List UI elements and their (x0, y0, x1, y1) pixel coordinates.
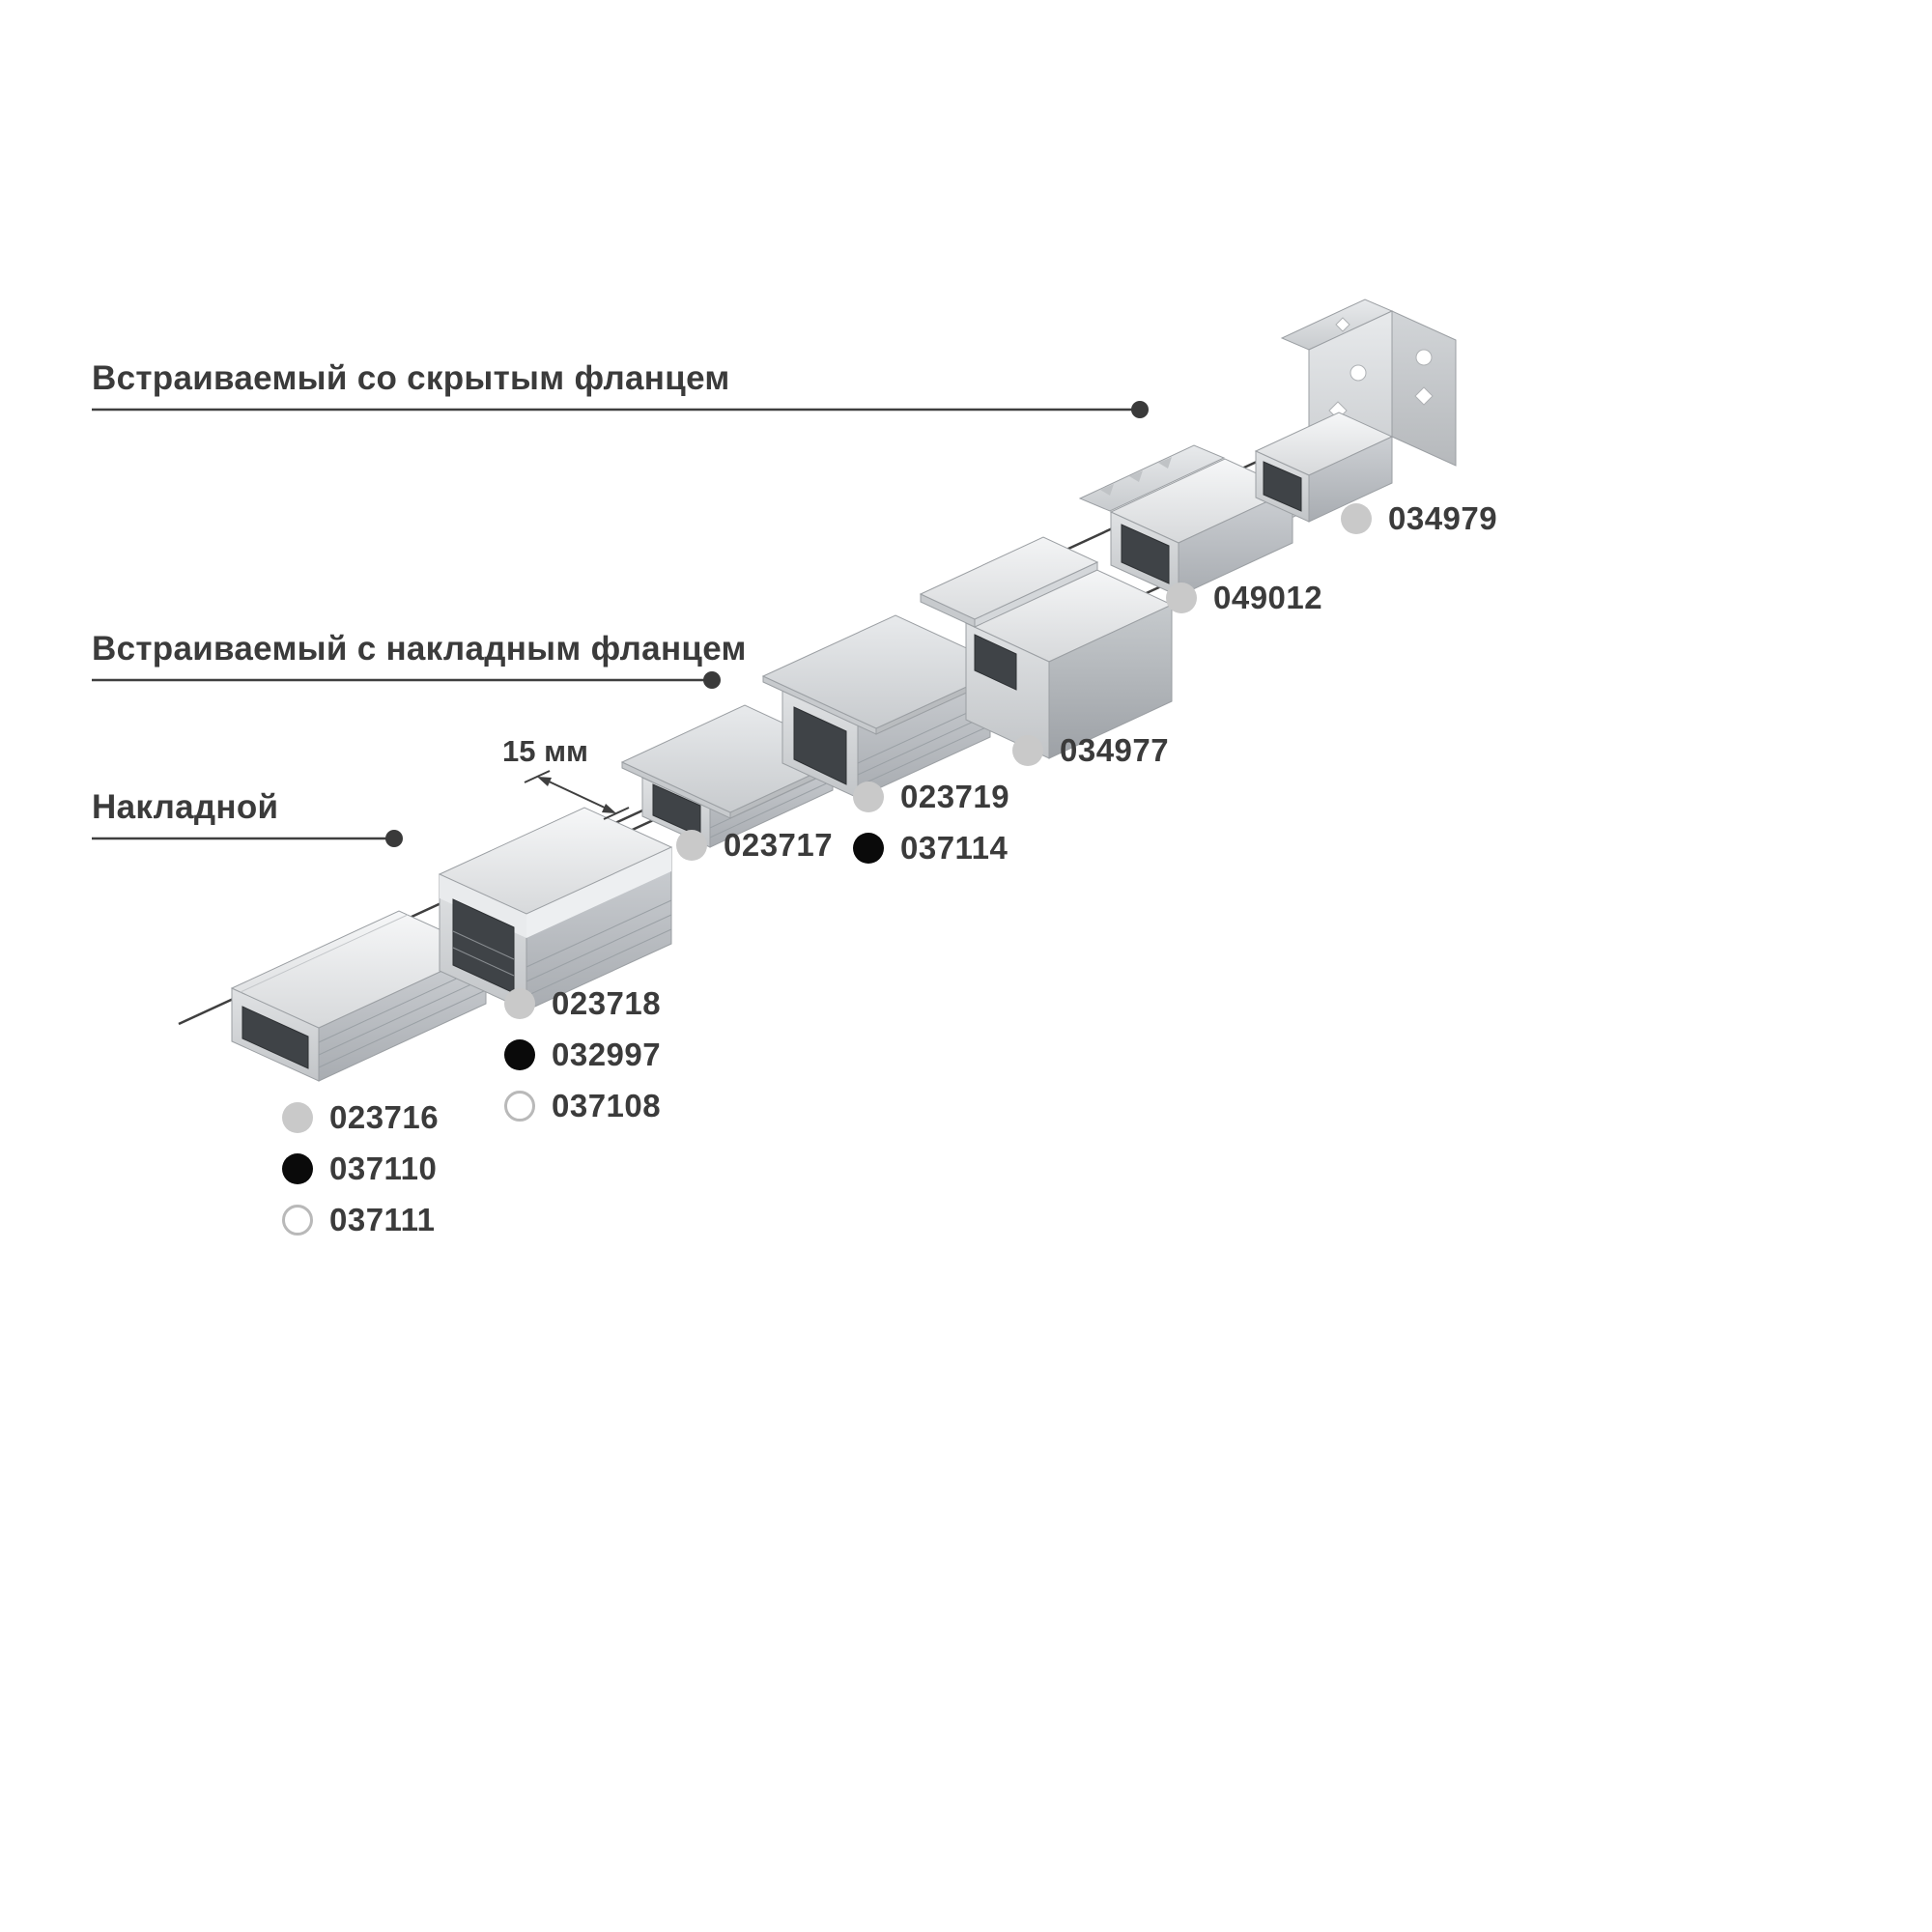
diffuser-band-end (440, 874, 526, 938)
product-code: 037114 (900, 830, 1009, 866)
flange-teeth-left (1100, 457, 1172, 496)
product-code-row: 034979 (1341, 500, 1497, 537)
product-code: 049012 (1213, 580, 1323, 615)
color-dot (282, 1205, 313, 1236)
dim-arrowhead (537, 777, 552, 786)
category-label-surface: Накладной (92, 788, 279, 826)
dim-line (546, 780, 608, 810)
code-group-recessed-medium: 023719 037114 (853, 779, 1009, 867)
color-dot (853, 833, 884, 864)
product-code: 023716 (329, 1099, 440, 1135)
product-code: 037108 (552, 1088, 662, 1123)
profile-surface-flat (230, 910, 488, 1082)
channel-ledges (452, 930, 515, 977)
code-group-surface-square: 023718 032997 037108 (504, 985, 661, 1124)
dimension-15mm (524, 770, 630, 820)
mounting-hole (1414, 386, 1434, 406)
profile-recessed-large-flange (919, 536, 1174, 759)
code-group-recessed-small: 023717 (676, 827, 833, 864)
product-code: 023718 (552, 985, 662, 1021)
color-dot (1166, 582, 1197, 613)
code-group-recessed-large: 034977 (1012, 732, 1169, 769)
channel-opening (242, 1006, 309, 1069)
hidden-flange-wing-left (1078, 444, 1226, 512)
product-code: 023719 (900, 779, 1010, 814)
product-code: 023717 (724, 827, 834, 863)
leader-lines (92, 401, 1149, 847)
product-code: 032997 (552, 1037, 662, 1072)
category-label-surface-flange: Встраиваемый с накладным фланцем (92, 630, 747, 668)
product-code-row: 049012 (1166, 580, 1322, 616)
leader-dot (385, 830, 403, 847)
product-code-row: 034977 (1012, 732, 1169, 769)
diffuser-band-side (526, 847, 671, 938)
product-code: 034979 (1388, 500, 1498, 536)
code-group-corner-bracket: 034979 (1341, 500, 1497, 537)
diffuser-edge (240, 914, 409, 993)
code-group-hidden-flange: 049012 (1166, 580, 1322, 616)
product-code: 034977 (1060, 732, 1170, 768)
channel-opening (793, 706, 847, 785)
leader-dot (1131, 401, 1149, 418)
side-face (1308, 436, 1393, 523)
channel-opening (452, 898, 515, 994)
channel-opening (652, 783, 701, 838)
product-code-row: 032997 (504, 1037, 661, 1073)
mounting-hole (1415, 349, 1433, 366)
leader-dot (703, 671, 721, 689)
product-code-row: 023717 (676, 827, 833, 864)
product-code: 037111 (329, 1202, 436, 1237)
product-code-row: 037114 (853, 830, 1009, 867)
product-code-row: 037111 (282, 1202, 439, 1238)
category-label-hidden-flange: Встраиваемый со скрытым фланцем (92, 359, 730, 397)
color-dot (504, 1039, 535, 1070)
product-code-row: 037108 (504, 1088, 661, 1124)
dim-arrowhead (602, 804, 616, 813)
color-dot (853, 781, 884, 812)
diffuser-top (438, 807, 673, 915)
dimension-label: 15 мм (502, 734, 588, 768)
color-dot (676, 830, 707, 861)
product-code-row: 023716 (282, 1099, 439, 1136)
mounting-hole (1350, 364, 1367, 382)
channel-opening (974, 634, 1017, 691)
product-code-row: 023719 (853, 779, 1009, 815)
product-code-row: 023718 (504, 985, 661, 1022)
product-code: 037110 (329, 1151, 438, 1186)
product-code-row: 037110 (282, 1151, 439, 1187)
mounting-hole (1335, 317, 1350, 332)
ribs (526, 899, 672, 997)
color-dot (1341, 503, 1372, 534)
profile-recessed-medium-flange (761, 614, 1010, 799)
channel-opening (1121, 524, 1170, 584)
color-dot (504, 988, 535, 1019)
flange-top (919, 536, 1099, 620)
color-dot (282, 1153, 313, 1184)
channel-opening (1263, 461, 1302, 512)
code-group-surface-flat: 023716 037110 037111 (282, 1099, 439, 1238)
color-dot (1012, 735, 1043, 766)
color-dot (282, 1102, 313, 1133)
color-dot (504, 1091, 535, 1122)
profile-surface-square (438, 807, 673, 1011)
profile-corner-bracket (1254, 298, 1457, 523)
